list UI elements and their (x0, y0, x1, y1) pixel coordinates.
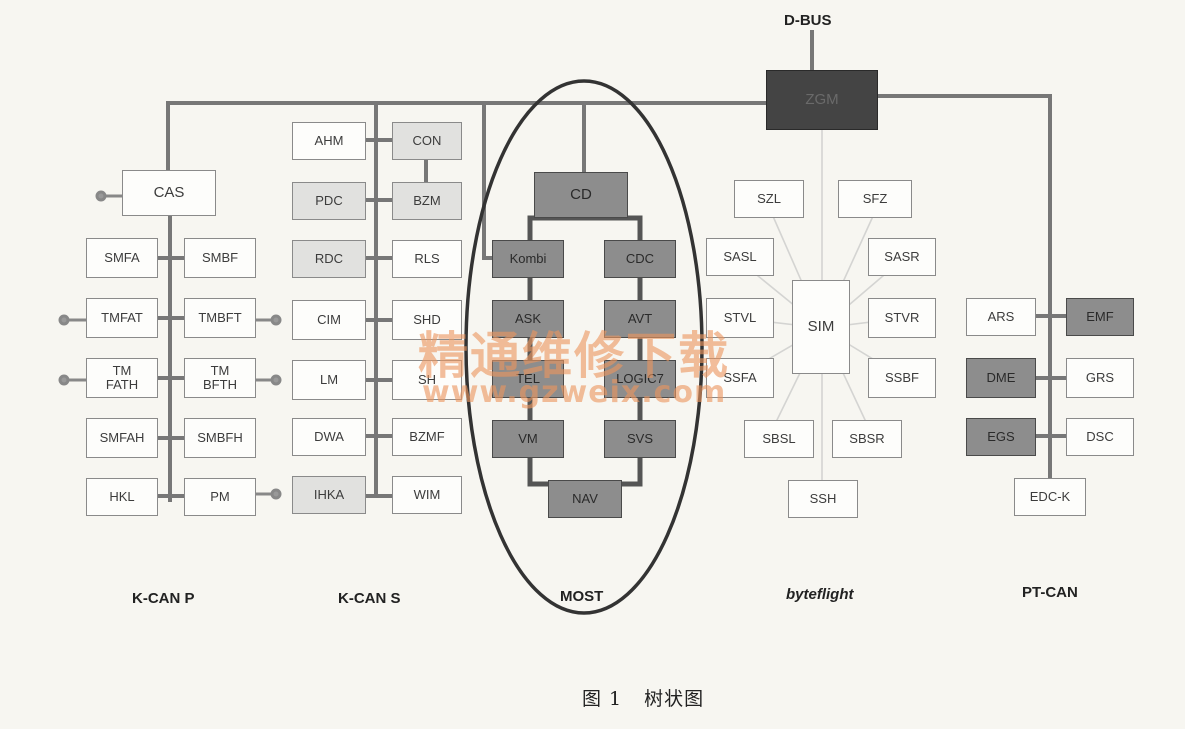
node-smbf: SMBF (184, 238, 256, 278)
node-sim: SIM (792, 280, 850, 374)
node-dwa: DWA (292, 418, 366, 456)
node-vm: VM (492, 420, 564, 458)
node-kombi: Kombi (492, 240, 564, 278)
node-tmfath: TM FATH (86, 358, 158, 398)
node-smbfh: SMBFH (184, 418, 256, 458)
node-cas: CAS (122, 170, 216, 216)
node-pm: PM (184, 478, 256, 516)
node-ssh: SSH (788, 480, 858, 518)
label-byteflight: byteflight (786, 586, 854, 603)
node-tmbft: TMBFT (184, 298, 256, 338)
watermark-url: www.gzweix.com (422, 375, 727, 410)
node-ssfa: SSFA (706, 358, 774, 398)
node-svs: SVS (604, 420, 676, 458)
node-sh: SH (392, 360, 462, 400)
node-sfz: SFZ (838, 180, 912, 218)
node-lm: LM (292, 360, 366, 400)
node-shd: SHD (392, 300, 462, 340)
node-hkl: HKL (86, 478, 158, 516)
label-kcan-p: K-CAN P (132, 590, 195, 607)
node-tmfat: TMFAT (86, 298, 158, 338)
node-wim: WIM (392, 476, 462, 514)
node-sasl: SASL (706, 238, 774, 276)
figure-number: 图 1 (582, 688, 623, 710)
watermark-chinese: 精通维修下载 (418, 327, 730, 385)
node-dme: DME (966, 358, 1036, 398)
figure-caption: 图 1 树状图 (582, 684, 704, 711)
label-kcan-s: K-CAN S (338, 590, 401, 607)
label-pt-can: PT-CAN (1022, 584, 1078, 601)
node-cdc: CDC (604, 240, 676, 278)
node-pdc: PDC (292, 182, 366, 220)
node-ars: ARS (966, 298, 1036, 336)
node-stvl: STVL (706, 298, 774, 338)
node-bzm: BZM (392, 182, 462, 220)
zgm-node: ZGM (766, 70, 878, 130)
node-stvr: STVR (868, 298, 936, 338)
ptcan-bus-line (876, 94, 1052, 496)
node-cd: CD (534, 172, 628, 218)
node-dsc: DSC (1066, 418, 1134, 456)
node-edck: EDC-K (1014, 478, 1086, 516)
node-ahm: AHM (292, 122, 366, 160)
most-ring-ellipse (464, 79, 704, 615)
node-con: CON (392, 122, 462, 160)
node-bzmf: BZMF (392, 418, 462, 456)
node-sbsr: SBSR (832, 420, 902, 458)
node-sasr: SASR (868, 238, 936, 276)
node-rls: RLS (392, 240, 462, 278)
node-nav: NAV (548, 480, 622, 518)
connector-plugs (58, 190, 282, 500)
node-logic7: LOGIC7 (604, 360, 676, 398)
node-egs: EGS (966, 418, 1036, 456)
figure-title: 树状图 (644, 688, 705, 710)
node-tmbfth: TM BFTH (184, 358, 256, 398)
node-ask: ASK (492, 300, 564, 338)
node-cim: CIM (292, 300, 366, 340)
node-avt: AVT (604, 300, 676, 338)
node-smfah: SMFAH (86, 418, 158, 458)
node-szl: SZL (734, 180, 804, 218)
node-smfa: SMFA (86, 238, 158, 278)
node-ihka: IHKA (292, 476, 366, 514)
node-ssbf: SSBF (868, 358, 936, 398)
node-rdc: RDC (292, 240, 366, 278)
node-grs: GRS (1066, 358, 1134, 398)
node-emf: EMF (1066, 298, 1134, 336)
node-sbsl: SBSL (744, 420, 814, 458)
label-most: MOST (560, 588, 604, 605)
dbus-label: D-BUS (784, 12, 832, 29)
node-tel: TEL (492, 360, 564, 398)
